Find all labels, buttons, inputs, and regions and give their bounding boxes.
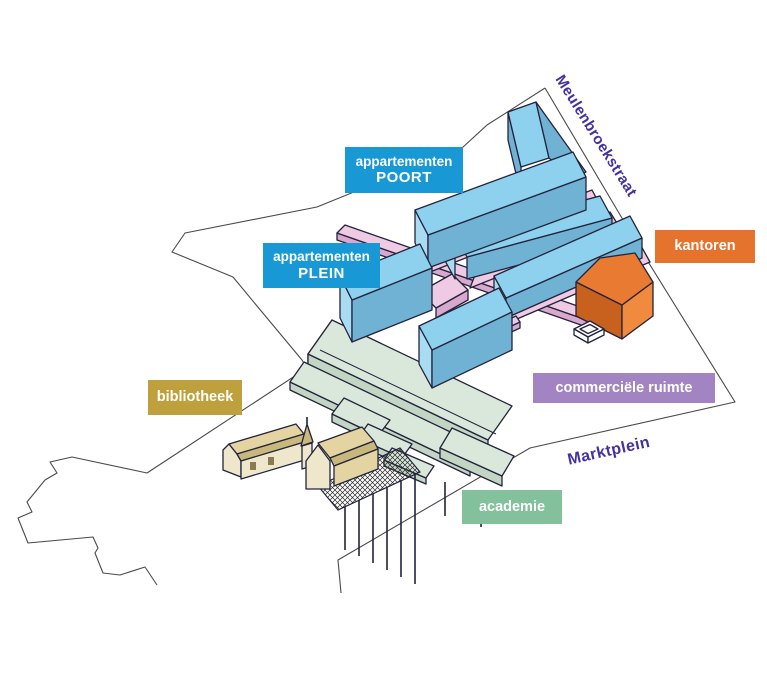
label-academie: academie <box>462 490 562 524</box>
building-poort-shape <box>414 101 587 269</box>
label-kantoren: kantoren <box>655 230 755 263</box>
label-poort-line2: POORT <box>376 169 432 187</box>
label-commerciele-text: commerciële ruimte <box>555 379 693 396</box>
label-academie-text: academie <box>478 498 546 515</box>
building-kantoren-shape <box>575 252 654 340</box>
label-bibliotheek-text: bibliotheek <box>156 389 234 406</box>
kiosk-shape <box>573 320 605 344</box>
pergola-canopy-shape <box>317 447 421 584</box>
label-appartementen-poort: appartementen POORT <box>345 147 463 193</box>
label-commerciele-ruimte: commerciële ruimte <box>533 373 715 403</box>
label-poort-line1: appartementen <box>355 153 453 169</box>
label-plein-line2: PLEIN <box>298 264 345 282</box>
label-appartementen-plein: appartementen PLEIN <box>263 243 380 288</box>
label-bibliotheek: bibliotheek <box>148 380 242 415</box>
building-bibliotheek-shape <box>222 417 379 490</box>
label-kantoren-text: kantoren <box>674 238 736 255</box>
building-plein-lower-shape <box>418 287 513 389</box>
label-plein-line1: appartementen <box>273 249 370 265</box>
